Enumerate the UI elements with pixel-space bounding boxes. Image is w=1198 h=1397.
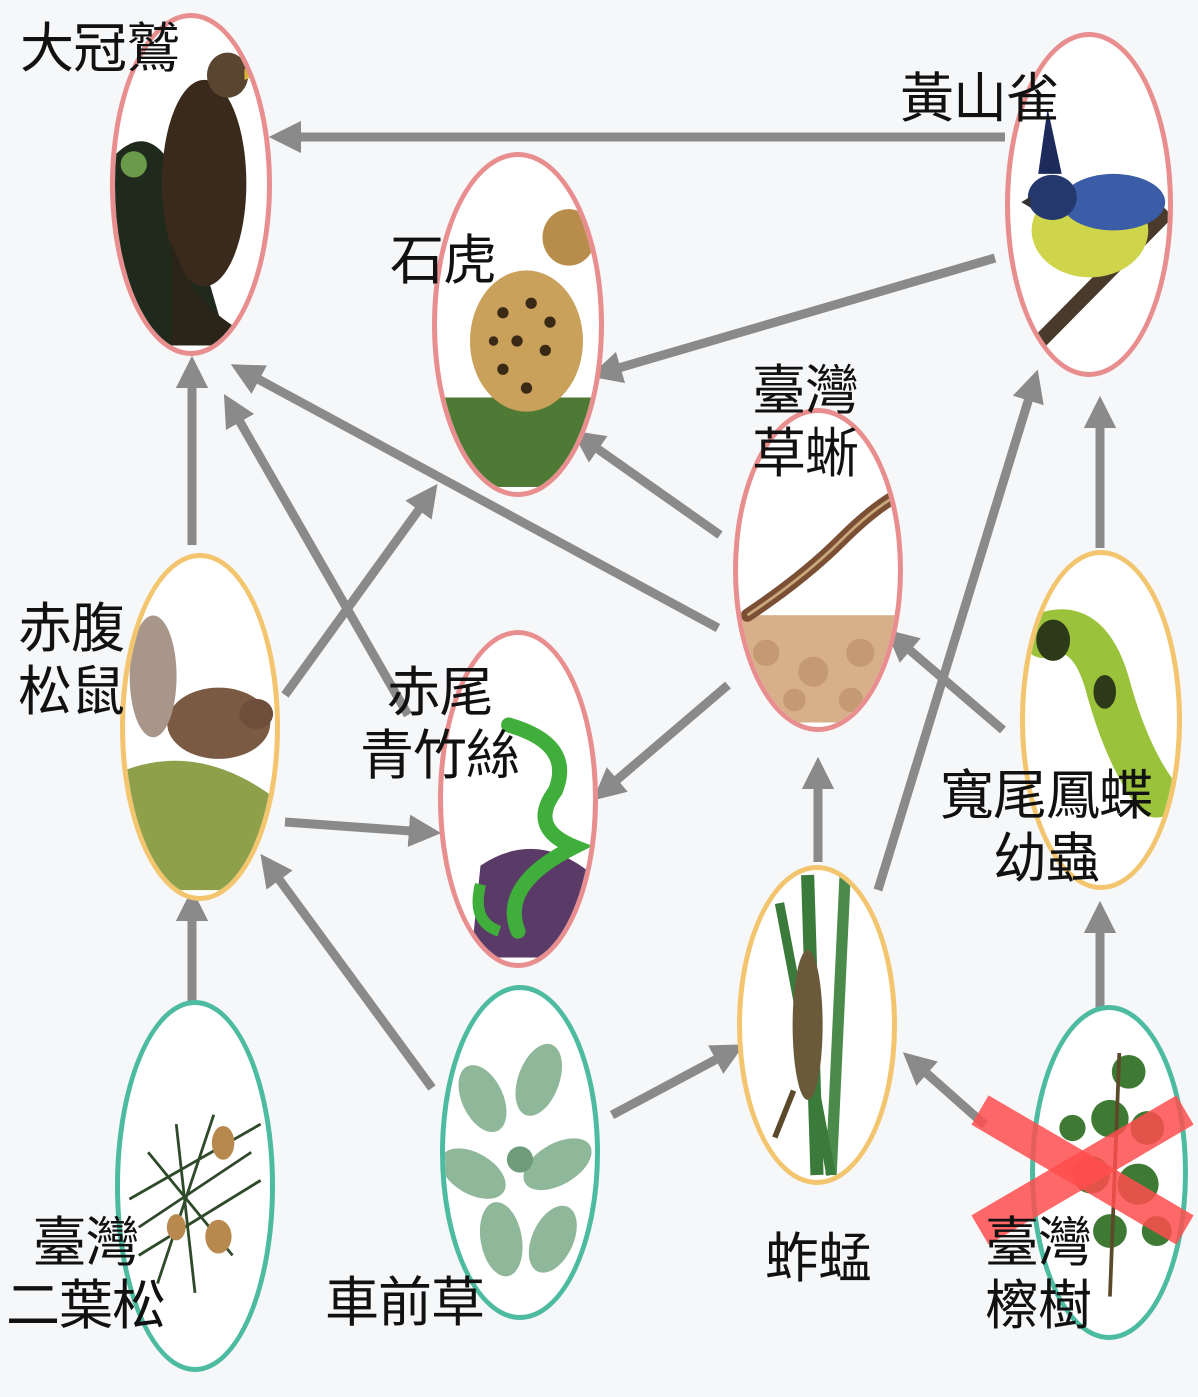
label-plantain: 車前草	[325, 1272, 484, 1335]
leopard-cat-image	[437, 157, 599, 492]
grasshopper-image	[742, 870, 892, 1180]
label-leopard-cat: 石虎	[390, 230, 496, 293]
label-eagle: 大冠鷲	[20, 18, 179, 81]
arrow-lizard-to-leopard-cat	[585, 440, 720, 535]
leopard-cat-node	[432, 152, 604, 497]
arrow-plantain-to-squirrel	[270, 867, 432, 1088]
grasshopper-node	[737, 865, 897, 1185]
label-squirrel: 赤腹 松鼠	[18, 598, 124, 723]
arrow-plantain-to-grasshopper	[612, 1052, 730, 1115]
label-pit-viper: 赤尾 青竹絲	[360, 662, 519, 787]
label-caterpillar: 寬尾鳳蝶 幼蟲	[940, 765, 1152, 890]
arrow-squirrel-to-pit-viper	[285, 822, 425, 832]
plantain-node	[440, 985, 600, 1320]
squirrel-node	[120, 553, 280, 901]
arrow-lizard-to-pit-viper	[605, 685, 728, 790]
label-grasshopper: 蚱蜢	[765, 1228, 871, 1291]
label-grass-lizard: 臺灣 草蜥	[752, 360, 858, 485]
label-pine: 臺灣 二葉松	[6, 1212, 165, 1337]
label-sassafras: 臺灣 檫樹	[985, 1212, 1091, 1337]
plantain-image	[445, 990, 595, 1315]
arrows	[192, 137, 1100, 1125]
arrow-bulbul-to-leopard-cat	[605, 258, 995, 372]
label-yellow-tit: 黃山雀	[900, 68, 1059, 131]
red-bellied-squirrel-image	[125, 558, 275, 896]
